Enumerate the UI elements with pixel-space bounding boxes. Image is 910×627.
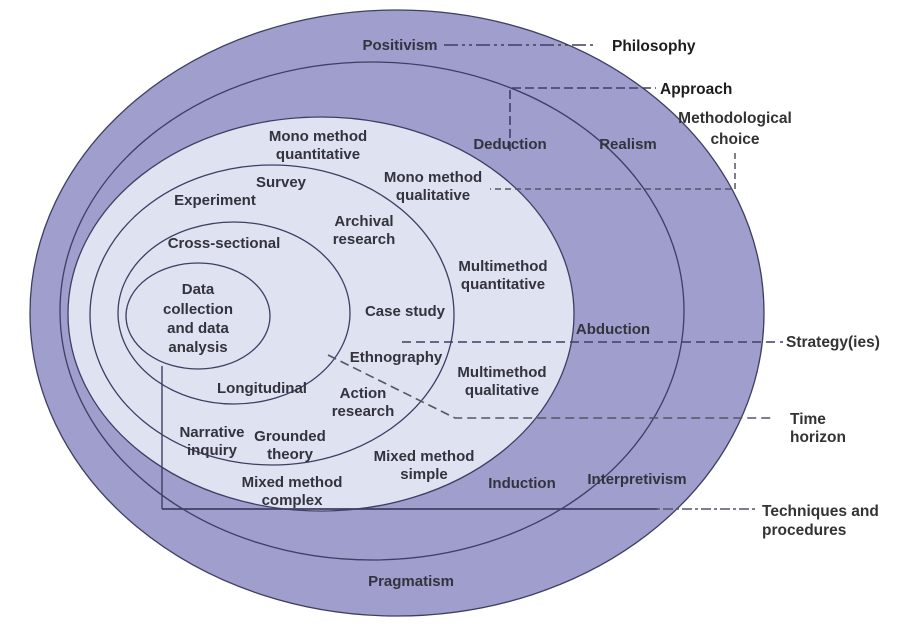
label-mixed-method-complex-2: complex xyxy=(262,492,324,509)
side-label-time-horizon-1: Time xyxy=(790,411,826,428)
label-multimethod-quantitative-2: quantitative xyxy=(461,276,545,293)
techniques-core-ring xyxy=(125,262,271,370)
side-label-philosophy: Philosophy xyxy=(612,38,696,55)
label-mono-method-quantitative-1: Mono method xyxy=(269,128,367,145)
methodological-choice-connector-line xyxy=(490,153,736,190)
label-mixed-method-simple-2: simple xyxy=(400,466,448,483)
label-induction: Induction xyxy=(488,475,556,492)
label-grounded-theory-2: theory xyxy=(267,446,314,463)
label-mono-method-qualitative-2: qualitative xyxy=(396,187,470,204)
side-label-methodological-choice-2: choice xyxy=(710,131,759,148)
label-positivism: Positivism xyxy=(362,37,437,54)
label-archival-research-1: Archival xyxy=(334,213,393,230)
label-mono-method-quantitative-2: quantitative xyxy=(276,146,360,163)
side-label-methodological-choice-1: Methodological xyxy=(678,110,792,127)
label-case-study: Case study xyxy=(365,303,446,320)
side-label-techniques-1: Techniques and xyxy=(762,503,879,520)
label-realism: Realism xyxy=(599,136,657,153)
label-longitudinal: Longitudinal xyxy=(217,380,307,397)
label-abduction: Abduction xyxy=(576,321,650,338)
label-narrative-inquiry-2: inquiry xyxy=(187,442,238,459)
time-horizon-connector-line xyxy=(327,354,775,419)
side-label-time-horizon-2: horizon xyxy=(790,429,846,446)
label-action-research-1: Action xyxy=(340,385,387,402)
label-mixed-method-simple-1: Mixed method xyxy=(374,448,475,465)
label-narrative-inquiry-1: Narrative xyxy=(179,424,244,441)
label-multimethod-qualitative-2: qualitative xyxy=(465,382,539,399)
approach-connector-line xyxy=(509,87,656,151)
label-grounded-theory-1: Grounded xyxy=(254,428,326,445)
label-multimethod-quantitative-1: Multimethod xyxy=(458,258,547,275)
label-interpretivism: Interpretivism xyxy=(587,471,686,488)
label-action-research-2: research xyxy=(332,403,395,420)
label-deduction: Deduction xyxy=(473,136,546,153)
side-label-strategies: Strategy(ies) xyxy=(786,334,880,351)
label-core-3: and data xyxy=(167,320,229,337)
label-experiment: Experiment xyxy=(174,192,256,209)
label-core-2: collection xyxy=(163,301,233,318)
side-label-techniques-2: procedures xyxy=(762,522,846,539)
label-multimethod-qualitative-1: Multimethod xyxy=(457,364,546,381)
label-core-4: analysis xyxy=(168,339,227,356)
side-label-approach: Approach xyxy=(660,81,732,98)
label-core-1: Data xyxy=(182,281,215,298)
label-ethnography: Ethnography xyxy=(350,349,443,366)
label-cross-sectional: Cross-sectional xyxy=(168,235,281,252)
label-mono-method-qualitative-1: Mono method xyxy=(384,169,482,186)
label-archival-research-2: research xyxy=(333,231,396,248)
label-pragmatism: Pragmatism xyxy=(368,573,454,590)
label-mixed-method-complex-1: Mixed method xyxy=(242,474,343,491)
label-survey: Survey xyxy=(256,174,307,191)
